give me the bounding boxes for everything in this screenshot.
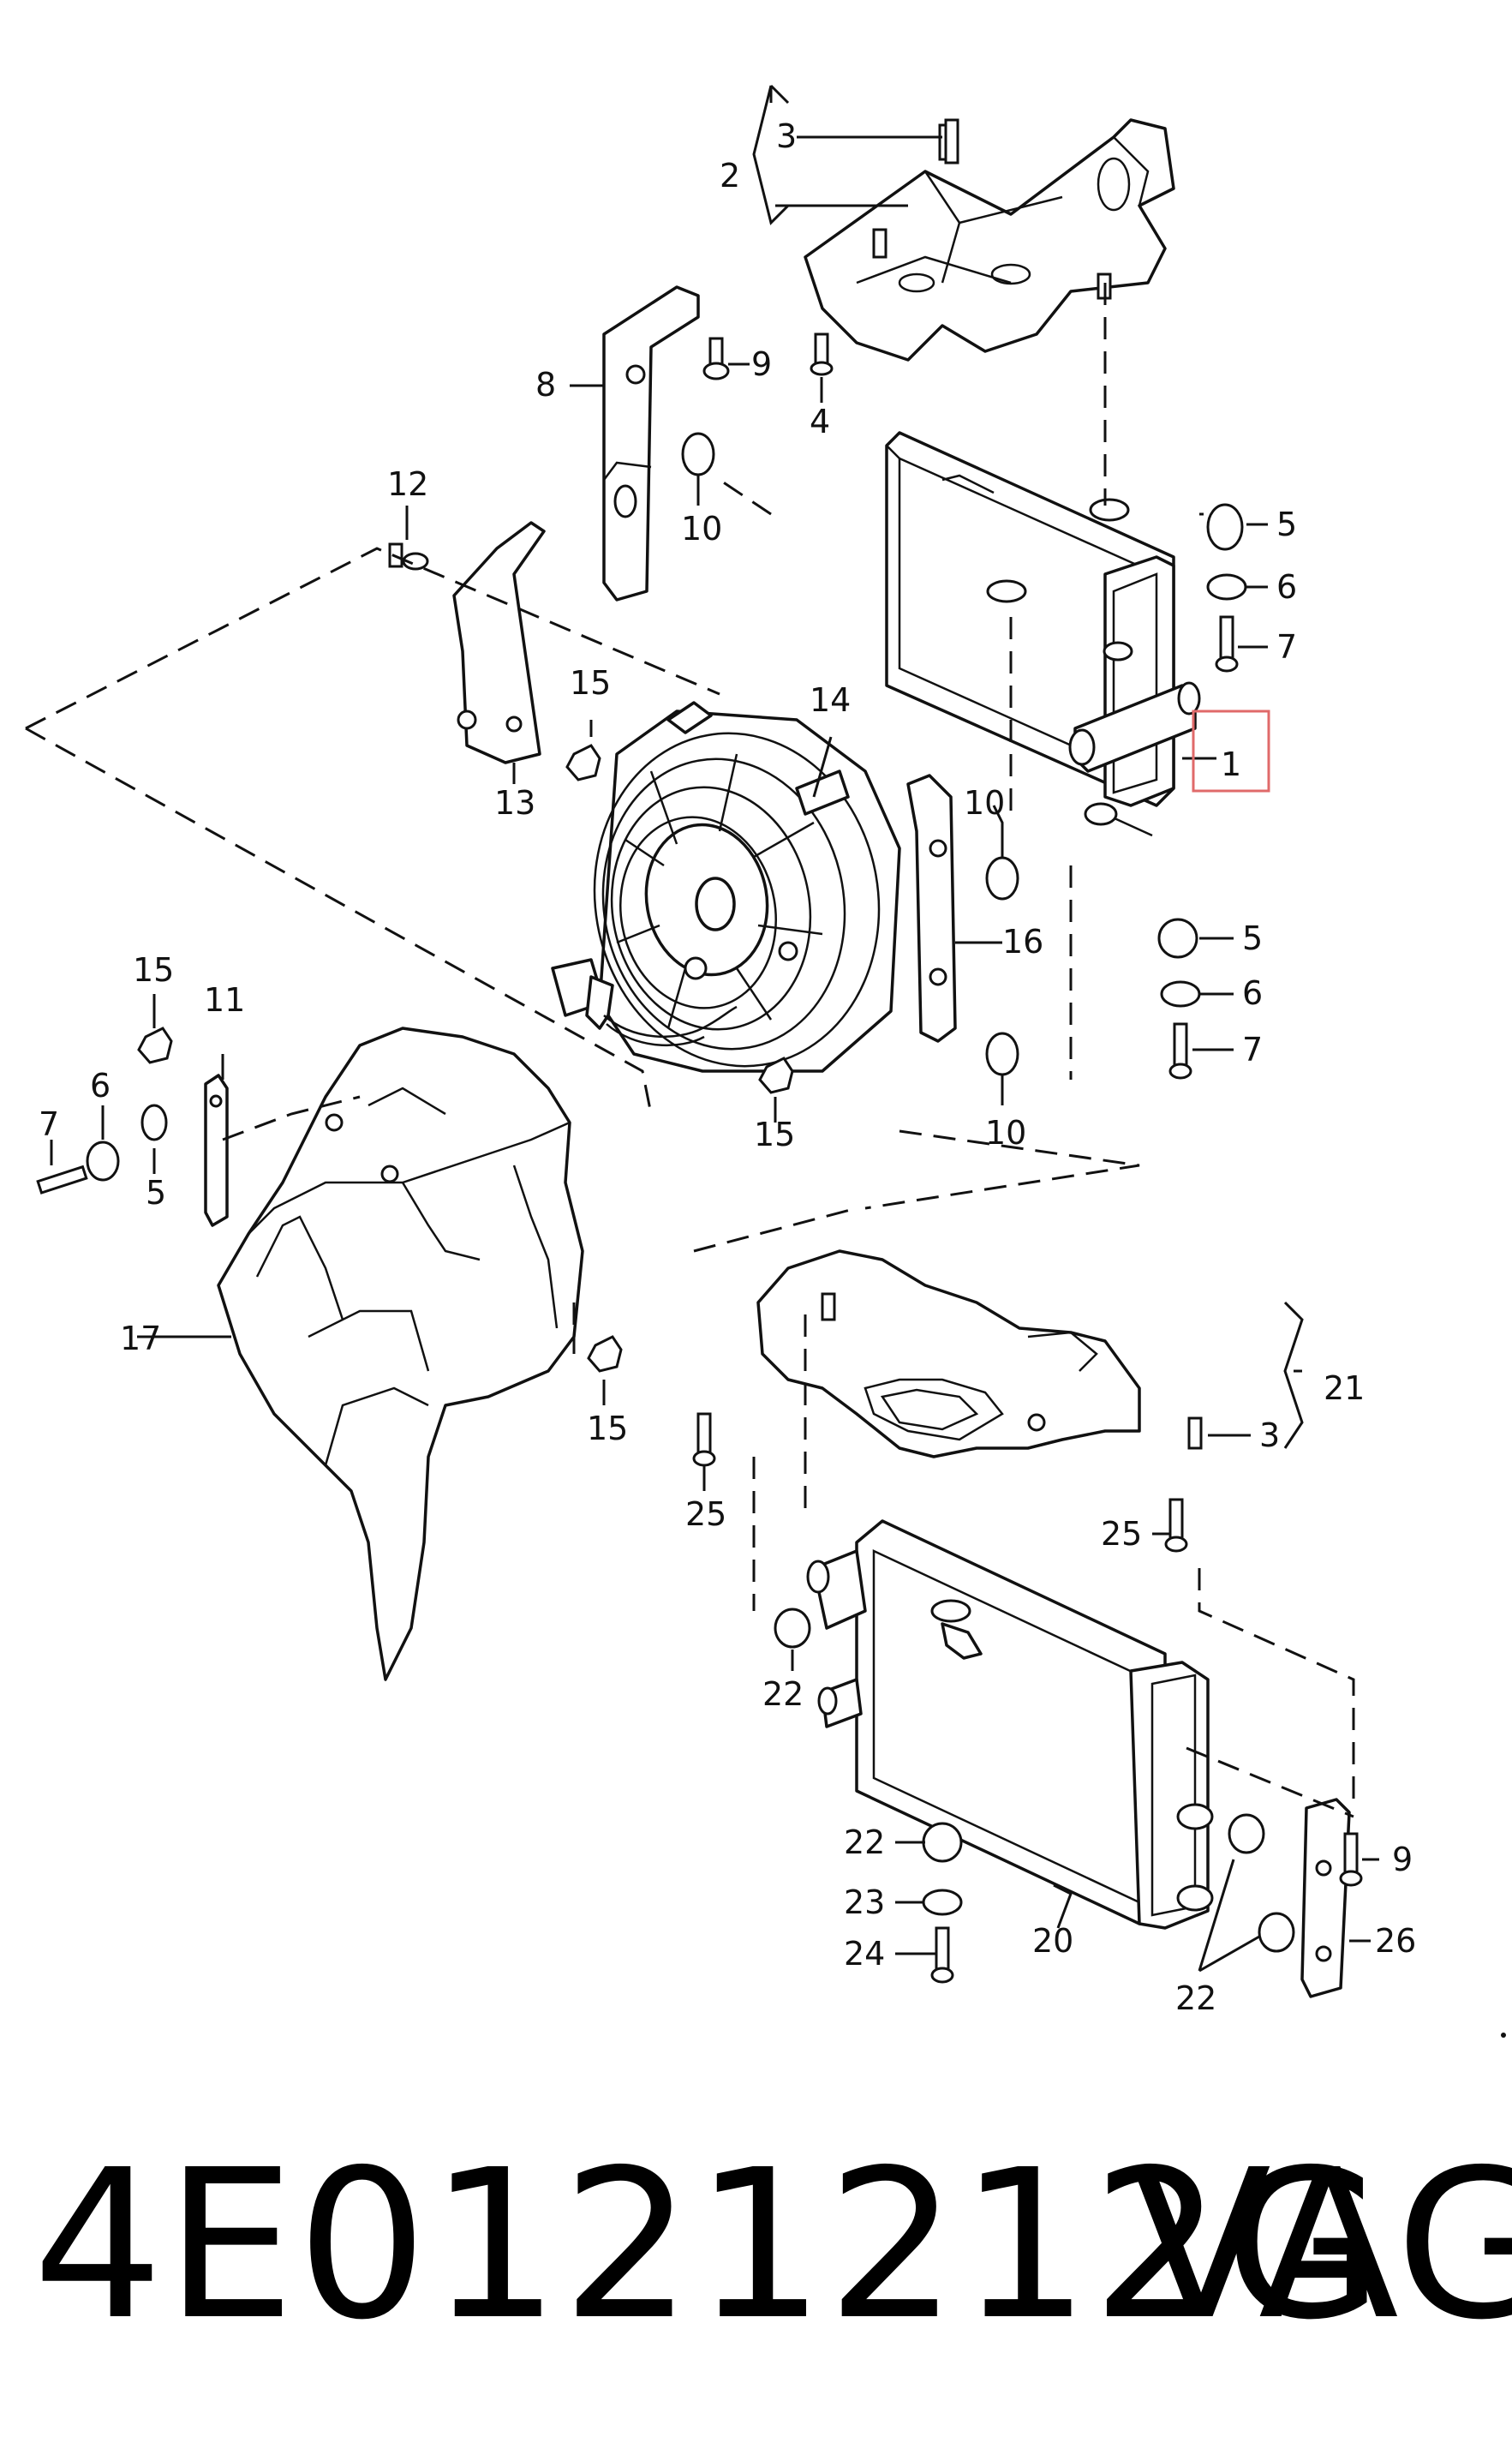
callout-11: 11 — [204, 981, 245, 1019]
callout-1: 1 — [1221, 745, 1241, 783]
callout-12: 12 — [387, 465, 428, 503]
callout-labels: 1 2 3 4 5 6 7 8 9 10 12 15 14 13 10 16 5… — [39, 117, 1416, 2017]
callout-24: 24 — [844, 1935, 885, 1973]
callout-5: 5 — [1242, 919, 1263, 957]
callout-8: 8 — [535, 366, 556, 404]
bracket-8 — [602, 285, 700, 602]
callout-14: 14 — [810, 681, 851, 719]
bracket-13 — [452, 521, 546, 764]
callout-15: 15 — [587, 1410, 628, 1447]
part-number: 4E0121212G — [33, 2125, 1386, 2365]
callout-6: 6 — [90, 1067, 111, 1105]
bracket-26 — [1300, 1798, 1351, 1998]
crossmember-bracket — [804, 118, 1175, 362]
lower-duct-21 — [756, 1249, 1141, 1458]
callout-3: 3 — [1259, 1416, 1280, 1454]
callout-22: 22 — [844, 1823, 885, 1861]
callout-9: 9 — [751, 345, 772, 383]
callout-10: 10 — [681, 510, 722, 548]
callout-25: 25 — [685, 1495, 726, 1533]
callout-26: 26 — [1375, 1922, 1416, 1960]
callout-20: 20 — [1032, 1922, 1073, 1960]
callout-10: 10 — [964, 784, 1005, 822]
highlight-box — [1192, 710, 1270, 793]
fan-connector — [551, 958, 738, 1047]
brand-name: VAG — [1131, 2125, 1512, 2365]
cooling-fan — [593, 701, 901, 1073]
callout-15: 15 — [754, 1116, 795, 1153]
bracket-16 — [906, 774, 957, 1043]
callout-22: 22 — [1175, 1979, 1216, 2017]
callout-16: 16 — [1002, 923, 1043, 961]
callout-10: 10 — [985, 1114, 1026, 1152]
callout-22: 22 — [762, 1675, 804, 1713]
callout-7: 7 — [39, 1105, 59, 1143]
callout-21: 21 — [1324, 1369, 1365, 1407]
bracket-11 — [204, 1074, 229, 1227]
assembly-dashed-lines — [25, 283, 1355, 1818]
condenser-radiator — [885, 431, 1201, 837]
callout-13: 13 — [494, 784, 535, 822]
callout-9: 9 — [1392, 1841, 1413, 1878]
leader-lines — [50, 84, 1379, 1973]
callout-6: 6 — [1276, 568, 1297, 606]
fasteners — [36, 118, 1363, 1984]
callout-4: 4 — [810, 403, 830, 440]
callout-6: 6 — [1242, 974, 1263, 1012]
callout-25: 25 — [1101, 1515, 1142, 1553]
callout-15: 15 — [570, 664, 611, 702]
callout-2: 2 — [720, 157, 740, 195]
stray-dot — [1501, 2033, 1506, 2038]
lower-radiator-20 — [806, 1519, 1214, 1930]
callout-7: 7 — [1276, 628, 1297, 666]
callout-5: 5 — [146, 1174, 166, 1212]
callout-17: 17 — [120, 1320, 161, 1357]
callout-7: 7 — [1242, 1031, 1263, 1069]
callout-3: 3 — [776, 117, 797, 155]
callout-23: 23 — [844, 1883, 885, 1921]
callout-15: 15 — [133, 951, 174, 989]
callout-5: 5 — [1276, 506, 1297, 543]
air-duct-17 — [217, 1027, 584, 1681]
